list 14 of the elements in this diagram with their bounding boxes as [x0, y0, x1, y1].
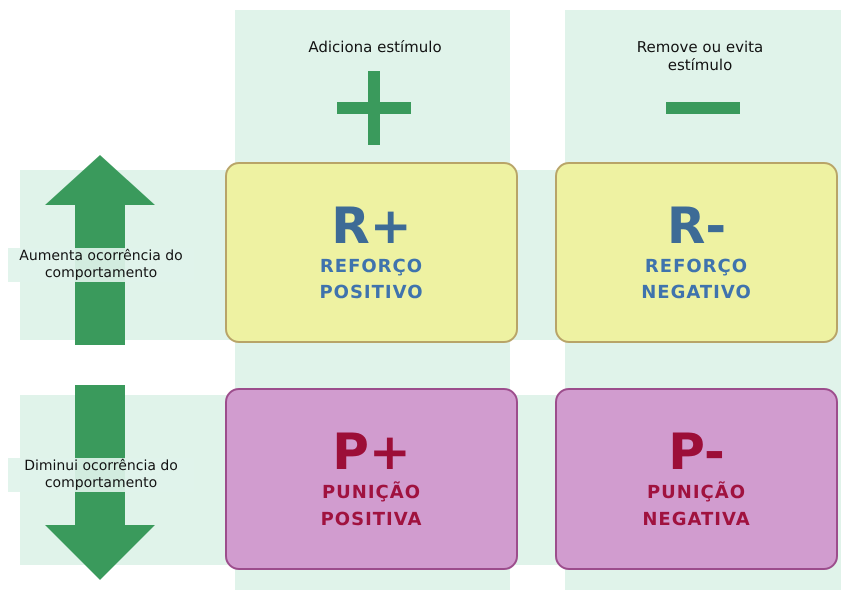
- quadrant-symbol: P+: [332, 425, 411, 480]
- quadrant-title: REFORÇO NEGATIVO: [640, 254, 753, 305]
- quadrant-title: REFORÇO POSITIVO: [318, 254, 425, 305]
- quadrant-symbol: R-: [666, 198, 726, 254]
- quadrant-symbol: P-: [668, 425, 725, 480]
- quadrant-box: [555, 388, 838, 570]
- quadrant-box: [555, 162, 838, 343]
- quadrant-box: [225, 162, 518, 343]
- quadrant-symbol: R+: [331, 198, 412, 254]
- quadrant-title: PUNIÇÃO NEGATIVA: [641, 480, 752, 532]
- column-header: Remove ou evita estímulo: [636, 38, 764, 74]
- quadrant-box: [225, 388, 518, 570]
- quadrant-title: PUNIÇÃO POSITIVA: [320, 480, 424, 532]
- column-header: Adiciona estímulo: [307, 38, 443, 56]
